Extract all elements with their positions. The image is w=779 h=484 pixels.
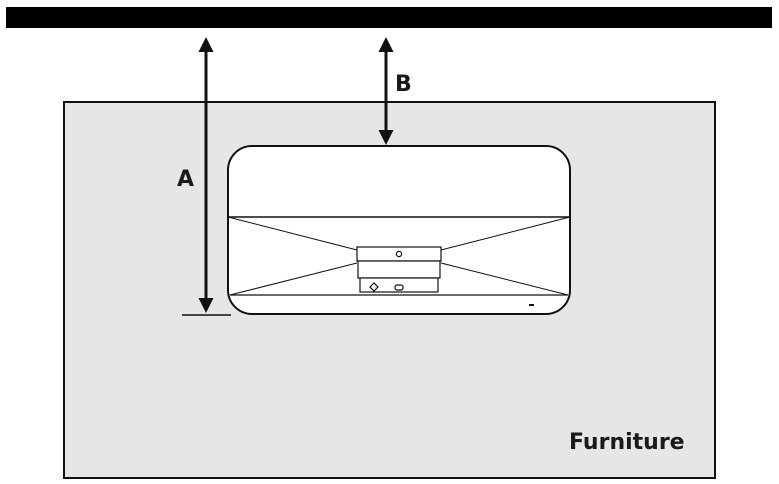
control-panel-top	[356, 246, 442, 262]
heater-body	[227, 145, 571, 315]
heater-perspective-line	[440, 262, 569, 296]
ceiling-bar	[6, 7, 772, 28]
heater-perspective-line	[229, 262, 358, 296]
furniture-label: Furniture	[569, 430, 685, 455]
heater-perspective-line	[440, 216, 571, 251]
indicator-light-icon	[395, 250, 403, 258]
dimension-b-label: B	[395, 72, 412, 97]
power-knob-icon	[369, 282, 379, 292]
control-panel-face	[357, 260, 441, 279]
temperature-knob-icon	[394, 284, 404, 291]
water-heater	[227, 145, 571, 315]
dimension-a-label: A	[177, 167, 194, 192]
heater-perspective-line	[227, 216, 358, 251]
